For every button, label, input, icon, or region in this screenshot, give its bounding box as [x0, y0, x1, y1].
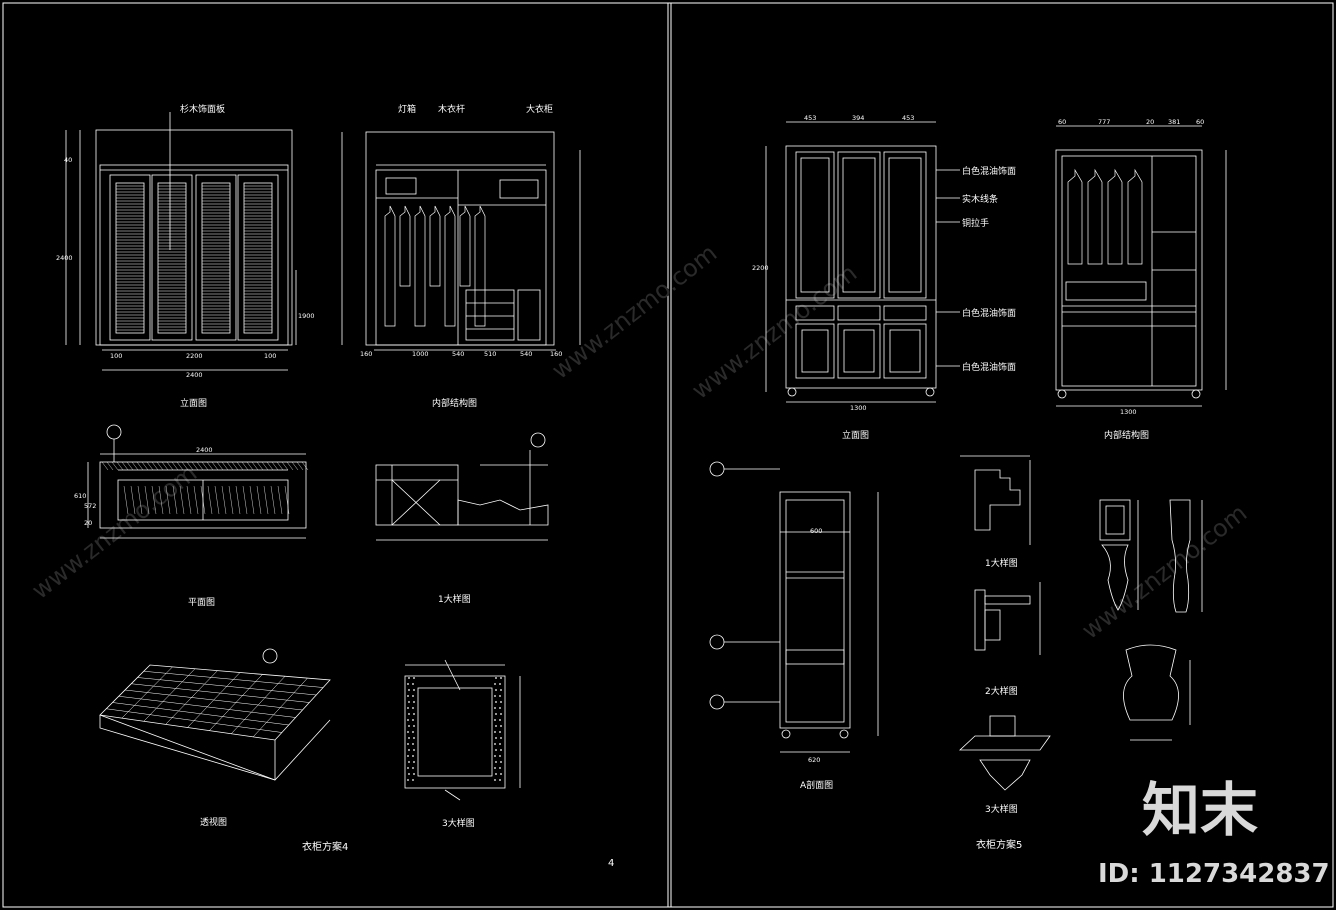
- left-interior-note-2: 木衣杆: [438, 103, 465, 115]
- right-detail2-title: 2大样图: [985, 685, 1018, 697]
- callout-3-icon: [709, 694, 725, 710]
- right-int-dim-1: 60: [1058, 118, 1066, 126]
- right-note-2: 实木线条: [962, 193, 998, 205]
- right-note-4: 白色混油饰面: [962, 307, 1016, 319]
- right-section-drawing: [724, 468, 879, 753]
- left-dim-3: 100: [110, 352, 122, 360]
- left-detail1-drawing: [375, 432, 549, 541]
- callout-2-icon: [709, 634, 725, 650]
- right-note-1: 白色混油饰面: [962, 165, 1016, 177]
- right-details-drawing: [958, 455, 1203, 791]
- left-dim-4: 2200: [186, 352, 203, 360]
- right-dim-total: 1300: [850, 404, 867, 412]
- right-note-5: 白色混油饰面: [962, 361, 1016, 373]
- right-note-3: 铜拉手: [962, 217, 989, 229]
- left-perspective-title: 透视图: [200, 816, 227, 828]
- left-dim-6: 2400: [186, 371, 203, 379]
- right-dim-top-1: 453: [804, 114, 816, 122]
- left-plan-dim-2: 610: [74, 492, 86, 500]
- right-section-dim-1: 600: [810, 527, 822, 535]
- left-scheme-title: 衣柜方案4: [302, 840, 348, 853]
- left-elevation-title: 立面图: [180, 397, 207, 409]
- left-interior-note-1: 灯箱: [398, 103, 416, 115]
- right-scheme-title: 衣柜方案5: [976, 838, 1022, 851]
- left-interior-title: 内部结构图: [432, 397, 477, 409]
- left-int-dim-4: 510: [484, 350, 496, 358]
- right-interior-drawing: [1055, 125, 1227, 407]
- left-int-dim-1: 160: [360, 350, 372, 358]
- right-section-dim-2: 620: [808, 756, 820, 764]
- watermark-id: ID: 1127342837: [1098, 859, 1330, 889]
- left-interior-note-3: 大衣柜: [526, 103, 553, 115]
- right-dim-top-2: 394: [852, 114, 864, 122]
- left-detail3-title: 3大样图: [442, 817, 475, 829]
- left-elevation-drawing: [65, 112, 297, 371]
- left-int-dim-2: 1000: [412, 350, 429, 358]
- left-detail1-title: 1大样图: [438, 593, 471, 605]
- watermark-logo: 知末: [1142, 776, 1258, 844]
- callout-1-icon: [709, 461, 725, 477]
- right-int-dim-2: 777: [1098, 118, 1110, 126]
- right-int-dim-total: 1300: [1120, 408, 1137, 416]
- right-detail3-title: 3大样图: [985, 803, 1018, 815]
- watermark-text-1: www.znzmo.com: [26, 459, 202, 605]
- left-plan-title: 平面图: [188, 597, 215, 608]
- right-section-title: A剖面图: [800, 779, 833, 791]
- left-detail3-drawing: [404, 659, 521, 801]
- right-interior-title: 内部结构图: [1104, 429, 1149, 441]
- left-dim-5: 100: [264, 352, 276, 360]
- right-int-dim-3: 20: [1146, 118, 1154, 126]
- left-int-dim-6: 160: [550, 350, 562, 358]
- left-plan-hatch: [101, 461, 309, 515]
- left-interior-hangers: [384, 205, 486, 327]
- watermark-text-3: www.znzmo.com: [686, 259, 862, 405]
- right-detail1-title: 1大样图: [985, 557, 1018, 569]
- watermark-text-4: www.znzmo.com: [1076, 499, 1252, 645]
- detail-callout-icon: [262, 648, 278, 664]
- left-plan-dim-4: 20: [84, 519, 92, 527]
- left-int-dim-3: 540: [452, 350, 464, 358]
- left-page-number: 4: [608, 858, 614, 869]
- left-interior-drawing: [341, 131, 581, 351]
- left-elevation-louvers: [116, 185, 272, 331]
- right-int-dim-4: 381: [1168, 118, 1180, 126]
- right-int-dim-5: 60: [1196, 118, 1204, 126]
- left-plan-dim-1: 2400: [196, 446, 213, 454]
- watermark-text-2: www.znzmo.com: [546, 239, 722, 385]
- right-elevation-title: 立面图: [842, 429, 869, 441]
- left-dim-1: 40: [64, 156, 72, 164]
- left-dim-7: 1900: [298, 312, 315, 320]
- left-elevation-note: 杉木饰面板: [180, 103, 225, 115]
- left-perspective-drawing: [99, 664, 331, 781]
- left-detail3-hatch: [407, 677, 502, 781]
- left-perspective-grid: [106, 666, 324, 738]
- left-int-dim-5: 540: [520, 350, 532, 358]
- left-plan-dim-3: 572: [84, 502, 96, 510]
- right-dim-top-3: 453: [902, 114, 914, 122]
- right-elevation-drawing: [765, 121, 960, 403]
- right-interior-hangers: [1067, 168, 1143, 265]
- left-dim-2: 2400: [56, 254, 73, 262]
- right-dim-height: 2200: [752, 264, 769, 272]
